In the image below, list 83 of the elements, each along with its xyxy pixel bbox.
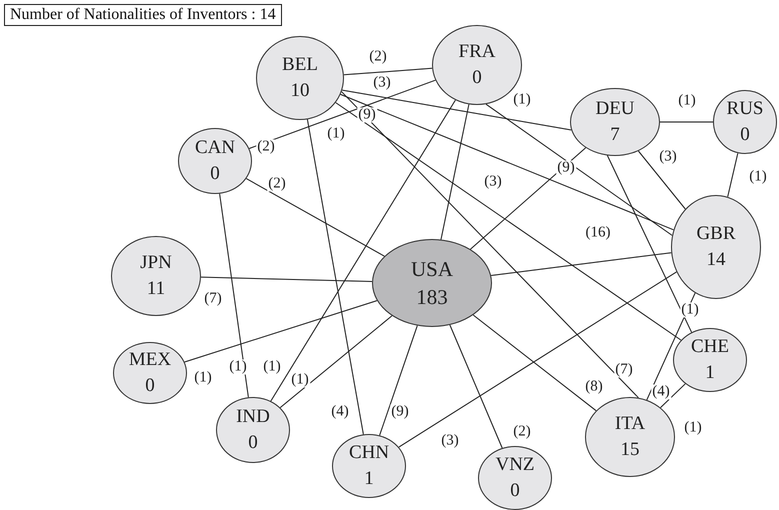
- connector-line: [440, 104, 470, 240]
- connector-line: [486, 104, 673, 236]
- inventor-count: 0: [210, 162, 220, 186]
- edge-label: (1): [228, 360, 248, 374]
- edge-label: (2): [267, 176, 287, 192]
- connector-line: [472, 314, 597, 412]
- country-code: JPN: [140, 251, 172, 276]
- connector-line: [306, 118, 364, 435]
- connector-line: [248, 80, 436, 149]
- connector-line: [246, 178, 385, 257]
- connector-line: [270, 100, 456, 402]
- country-code: MEX: [128, 348, 172, 372]
- edge-label: (9): [390, 404, 410, 420]
- connector-line: [280, 315, 392, 408]
- country-code: RUS: [726, 97, 764, 122]
- edge-label: (9): [357, 108, 377, 122]
- inventor-count: 1: [364, 467, 374, 491]
- country-code: IND: [236, 405, 270, 430]
- inventor-count: 0: [472, 66, 482, 90]
- inventor-count: 0: [740, 123, 750, 147]
- edge-label: (4): [651, 384, 671, 400]
- edge-label: (3): [440, 434, 460, 448]
- connector-line: [219, 193, 249, 398]
- connector-line: [343, 68, 433, 76]
- inventor-count: 15: [620, 438, 640, 462]
- country-code: GBR: [696, 222, 736, 246]
- connector-line: [660, 383, 686, 408]
- country-code: CAN: [194, 136, 236, 160]
- country-code: USA: [410, 256, 453, 283]
- edge-label: (2): [512, 424, 532, 440]
- country-code: VNZ: [495, 453, 535, 478]
- country-code: DEU: [595, 97, 635, 122]
- inventor-count: 183: [416, 284, 448, 311]
- inventor-count: 7: [610, 123, 620, 147]
- edge-label: (16): [584, 226, 612, 240]
- title-box: Number of Nationalities of Inventors : 14: [4, 4, 282, 26]
- edge-label: (4): [330, 404, 350, 420]
- connector-line: [342, 90, 572, 130]
- inventor-count: 11: [146, 277, 166, 301]
- edge-label: (1): [748, 170, 768, 184]
- inventor-count: 14: [706, 248, 726, 272]
- connector-line: [470, 147, 586, 250]
- connector-line: [606, 155, 692, 333]
- connector-line: [646, 292, 696, 400]
- edge-label: (3): [483, 174, 503, 190]
- connector-line: [340, 94, 674, 230]
- connector-line: [335, 102, 682, 341]
- edge-label: (3): [372, 76, 392, 90]
- count-label: (1): [326, 126, 346, 142]
- country-code: ITA: [614, 412, 646, 436]
- edge-label: (1): [680, 302, 700, 318]
- edge-label: (1): [677, 94, 697, 108]
- inventor-count: 10: [290, 79, 310, 103]
- inventor-count: 0: [248, 431, 258, 455]
- connector-line: [449, 324, 503, 448]
- edge-label: (2): [368, 50, 388, 64]
- country-code: BEL: [282, 53, 318, 78]
- connector-line: [727, 152, 738, 198]
- edge-label: (1): [193, 370, 213, 386]
- connector-line: [379, 325, 418, 436]
- country-code: CHE: [691, 335, 729, 360]
- edge-label: (2): [256, 140, 276, 154]
- connector-line: [638, 150, 686, 210]
- edge-label: (7): [614, 362, 634, 378]
- country-code: CHN: [348, 441, 390, 466]
- country-code: FRA: [458, 40, 496, 64]
- connector-line: [200, 276, 372, 282]
- edge-label: (1): [290, 372, 310, 388]
- edge-label: (1): [512, 92, 532, 108]
- inventor-count: 1: [705, 361, 715, 385]
- connector-line: [184, 300, 378, 362]
- edge-label: (1): [262, 360, 282, 374]
- inventor-count: 0: [145, 374, 155, 398]
- connector-line: [398, 271, 677, 448]
- edge-label: (9): [556, 160, 576, 176]
- inventor-count: 0: [510, 479, 520, 503]
- edge-label: (1): [683, 420, 703, 436]
- edge-label: (3): [658, 150, 678, 164]
- country-ellipse: [673, 328, 747, 392]
- connector-line: [341, 91, 639, 398]
- edge-label: (8): [584, 380, 604, 394]
- edge-label: (7): [203, 292, 223, 306]
- connector-line: [490, 252, 672, 276]
